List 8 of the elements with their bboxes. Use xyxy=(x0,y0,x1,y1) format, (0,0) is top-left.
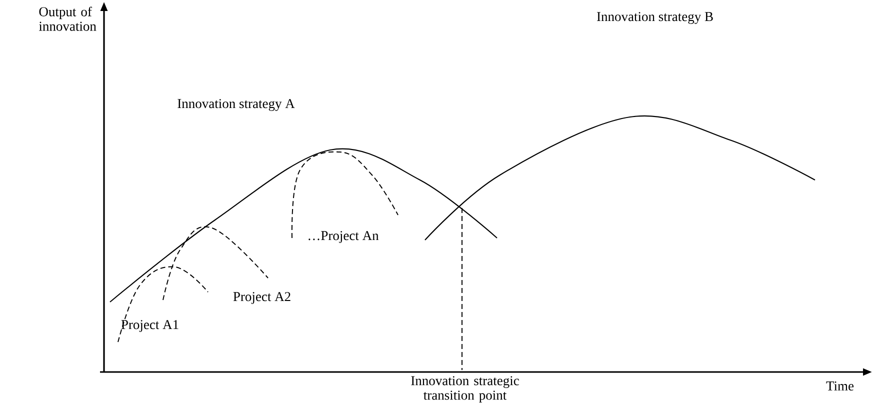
curve-label: Project A1 xyxy=(121,320,178,332)
curve-label: …Project An xyxy=(308,231,379,243)
point-label: Innovation strategic transition point xyxy=(411,376,519,402)
curve-label: Project A2 xyxy=(233,292,290,304)
axis-label: Time xyxy=(826,381,854,391)
axis-label: Output of innovation xyxy=(39,6,96,31)
curve-label: Innovation strategy A xyxy=(178,99,295,111)
curve-label: Innovation strategy B xyxy=(597,12,713,24)
